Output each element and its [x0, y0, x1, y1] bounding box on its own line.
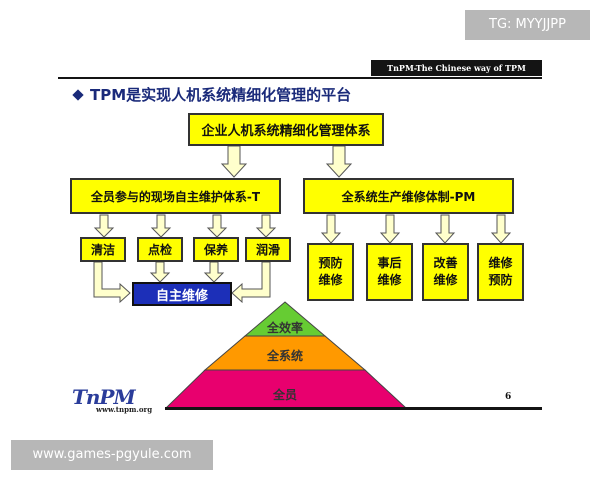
- autonomous-maintenance-system-box: 全员参与的现场自主维护体系-T: [70, 178, 281, 214]
- corrective-maintenance-box: 改善 维修: [422, 243, 469, 301]
- pyramid-top-label: 全效率: [266, 321, 303, 335]
- watermark-top: TG: MYYJJPP: [465, 10, 590, 40]
- arrow-down-icon: [149, 261, 171, 283]
- header-divider: [58, 77, 542, 79]
- header-banner: TnPM-The Chinese way of TPM: [371, 60, 542, 76]
- item-lubrication-box: 润滑: [245, 237, 291, 262]
- page-number: 6: [505, 392, 512, 402]
- box-line-1: 事后: [377, 256, 402, 270]
- tnpm-logo: TnPM: [72, 385, 136, 409]
- arrow-left-icon: [231, 261, 271, 304]
- item-inspection-box: 点检: [137, 237, 183, 262]
- pyramid-bottom-label: 全员: [272, 388, 297, 402]
- watermark-bottom: www.games-pgyule.com: [11, 440, 213, 470]
- box-line-1: 预防: [318, 256, 343, 270]
- box-line-1: 维修: [488, 256, 513, 270]
- pyramid-middle-label: 全系统: [266, 349, 303, 363]
- box-line-1: 改善: [433, 256, 458, 270]
- box-line-2: 维修: [377, 273, 402, 287]
- arrow-down-icon: [490, 214, 512, 244]
- production-maintenance-system-box: 全系统生产维修体制-PM: [303, 178, 514, 214]
- arrow-down-icon: [325, 145, 353, 178]
- arrow-down-icon: [206, 214, 228, 238]
- item-upkeep-box: 保养: [193, 237, 239, 262]
- arrow-down-icon: [434, 214, 456, 244]
- item-cleaning-box: 清洁: [80, 237, 126, 262]
- box-line-2: 预防: [488, 273, 513, 287]
- pyramid-top-layer: [243, 301, 327, 337]
- box-line-2: 维修: [318, 273, 343, 287]
- maintenance-prevention-box: 维修 预防: [477, 243, 524, 301]
- arrow-down-icon: [220, 145, 248, 178]
- management-system-box: 企业人机系统精细化管理体系: [188, 113, 384, 146]
- box-line-2: 维修: [433, 273, 458, 287]
- preventive-maintenance-box: 预防 维修: [307, 243, 354, 301]
- self-maintenance-box: 自主维修: [132, 282, 232, 306]
- arrow-down-icon: [150, 214, 172, 238]
- arrow-down-icon: [255, 214, 277, 238]
- arrow-down-icon: [93, 214, 115, 238]
- arrow-down-icon: [320, 214, 342, 244]
- logo-url: www.tnpm.org: [96, 405, 153, 414]
- arrow-down-icon: [203, 261, 225, 283]
- slide-title: TPM是实现人机系统精细化管理的平台: [90, 86, 352, 104]
- breakdown-maintenance-box: 事后 维修: [366, 243, 413, 301]
- arrow-right-icon: [93, 261, 131, 304]
- footer-divider: [165, 407, 542, 410]
- arrow-down-icon: [379, 214, 401, 244]
